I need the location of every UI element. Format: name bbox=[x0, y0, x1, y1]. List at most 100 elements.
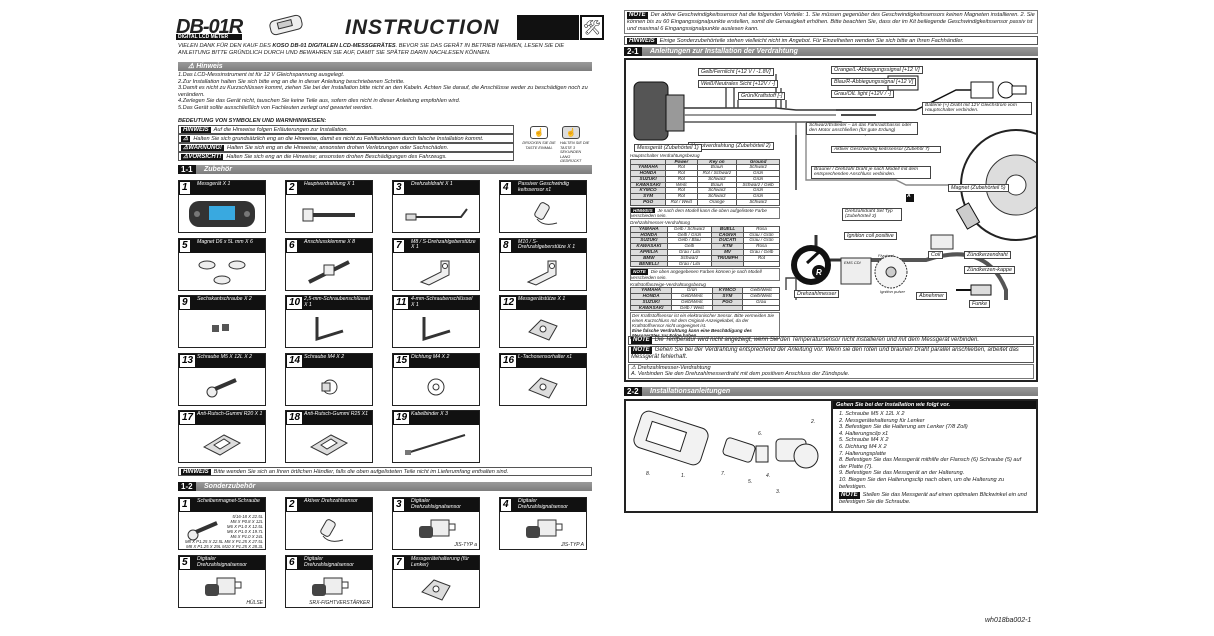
hinweis-title: Hinweis bbox=[196, 63, 223, 70]
table-cell: Orange bbox=[696, 199, 738, 206]
size-item: M8 X P1.25 X 22.5L M8 X P1.25 X 27.5L bbox=[184, 539, 263, 544]
item-label: Drehzahldraht X 1 bbox=[411, 181, 453, 187]
part-callout: 4. bbox=[766, 473, 771, 479]
table-header: Ground bbox=[736, 158, 780, 166]
hinweis-item: 4.Zerlegen Sie das Gerät nicht, tauschen… bbox=[178, 98, 461, 105]
item-label: Passiver Geschwindig keitssensor x1 bbox=[518, 181, 570, 193]
item-number: 1 bbox=[180, 499, 190, 511]
table-cell bbox=[711, 260, 744, 268]
logo: DB-01R DIGITAL LCD METER bbox=[176, 16, 243, 40]
install-step: 1. Schraube M5 X 12L X 2 bbox=[839, 411, 905, 417]
hinweis-text: Einige Sonderzubehörteile stehen viellei… bbox=[659, 38, 964, 44]
table-cell: Weiß bbox=[665, 181, 698, 189]
part-callout: 2. bbox=[811, 419, 816, 425]
table-cell: Rot bbox=[665, 175, 698, 183]
intro-post: . BEVOR SIE DAS GERÄT IN BETRIEB NEHMEN,… bbox=[178, 43, 565, 56]
table-cell: Rot bbox=[665, 193, 698, 201]
item-number: 15 bbox=[394, 354, 410, 367]
hinweis-tag: HINWEIS bbox=[627, 38, 657, 44]
item-label: Messgerät X 1 bbox=[197, 181, 231, 187]
coil-box bbox=[930, 234, 954, 250]
item-number: 19 bbox=[394, 412, 410, 424]
table-cell bbox=[742, 260, 781, 268]
item-label: Schraube M4 X 2 bbox=[304, 353, 345, 360]
item-number: 6 bbox=[287, 239, 297, 252]
wiring-label-ignpos: Ignition coil positive bbox=[844, 232, 897, 241]
item-number: 9 bbox=[180, 297, 190, 309]
symbol-row: ⚠VORSICHT!Halten Sie sich eng an die Hin… bbox=[178, 152, 514, 161]
exploded-view-drawing bbox=[633, 410, 819, 469]
table-cell: Rot bbox=[665, 164, 698, 172]
note-text: Gehen Sie bei der Verdrahtung entspreche… bbox=[631, 347, 1019, 361]
table-title: Kraftstoffanzeige-Verdrahtungsbezug bbox=[630, 281, 706, 287]
table-cell: Gelb / Weiß bbox=[671, 304, 713, 312]
magnets-illustration bbox=[179, 254, 265, 290]
item-label: Schraube M5 X 12L X 2 bbox=[197, 353, 252, 360]
bracket-illustration bbox=[500, 254, 586, 290]
table-cell: PGO bbox=[629, 199, 667, 206]
install-step: 5. Schraube M4 X 2 bbox=[839, 437, 889, 444]
note-tag: HINWEIS bbox=[631, 207, 655, 214]
ignition-key-icon bbox=[970, 81, 1027, 99]
wiring-label-batt: Batterie (+) Draht mit 12V Gleichstrom v… bbox=[922, 102, 1032, 115]
table-cell: Grau / Lila bbox=[666, 248, 713, 256]
item-number: 2 bbox=[287, 499, 297, 511]
fuel-sensor-warning: Der Kraftstoffsensor ist ein elektronisc… bbox=[630, 312, 780, 340]
mount-illustration bbox=[500, 311, 586, 347]
press-hold-label: HALTEN SIE DIE TASTE 3 SEKUNDEN LANG GED… bbox=[560, 141, 590, 163]
item-label: Dichtung M4 X 2 bbox=[411, 353, 450, 360]
hinweis-item: 5.Das Gerät sollte ausschließlich von Fa… bbox=[178, 104, 373, 111]
table-cell: Gelb / Blau bbox=[666, 237, 713, 245]
item-number: 18 bbox=[287, 412, 303, 424]
table-cell: Schwarz / Gelb bbox=[736, 181, 780, 189]
item-label: Scheibenmagnet-Schraube bbox=[197, 498, 260, 504]
digsensor-illustration bbox=[286, 571, 372, 607]
item-number: 13 bbox=[180, 354, 196, 367]
section-title: Zubehör bbox=[204, 166, 232, 173]
symbols-title: BEDEUTUNG VON SYMBOLEN UND WARNHINWEISEN… bbox=[178, 118, 327, 124]
bracket-illustration bbox=[393, 254, 479, 290]
wiring-label-pulser: Ignition pulser bbox=[880, 289, 905, 294]
part-callout: 1. bbox=[681, 473, 686, 479]
item-number: 14 bbox=[287, 354, 303, 367]
digsensor-illustration bbox=[179, 571, 265, 607]
table-cell: Rot bbox=[665, 170, 698, 177]
item-label: Digitaler Drehzahlsignalsensor bbox=[518, 498, 568, 510]
item-number: 5 bbox=[180, 239, 190, 252]
wiring-label-zdraht: Zündkerzendraht bbox=[964, 251, 1011, 260]
part-callout: 8. bbox=[646, 471, 651, 477]
item-number: 11 bbox=[394, 297, 409, 309]
press-once-icon: ☝ bbox=[530, 126, 548, 139]
item-number: 6 bbox=[287, 557, 297, 569]
item-number: 3 bbox=[394, 182, 404, 194]
wiring-label-schwarz: Schwarz/Erdleiter – an das Fahrradchassi… bbox=[806, 122, 918, 135]
item-number: 8 bbox=[501, 239, 511, 252]
logo-text: DB-01R bbox=[176, 16, 243, 38]
